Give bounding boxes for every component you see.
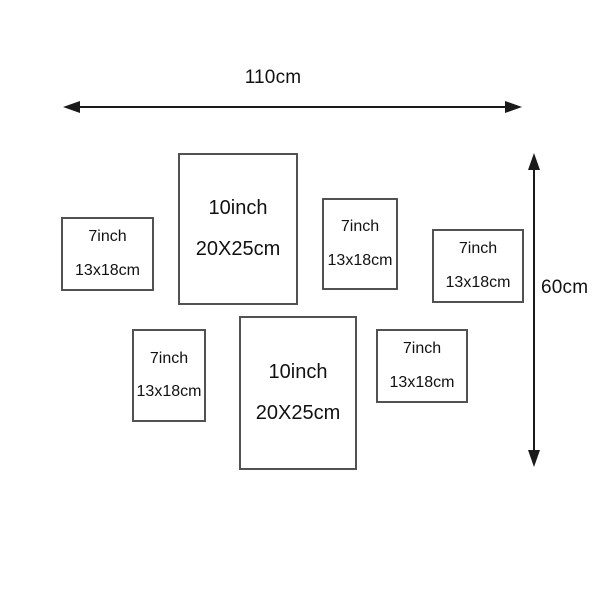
width-arrow xyxy=(63,101,522,113)
arrow-down-icon xyxy=(528,450,540,467)
width-dimension-label: 110cm xyxy=(244,67,302,88)
frame-10inch-top: 10inch 20X25cm xyxy=(178,153,298,305)
frame-7inch-top-right: 7inch 13x18cm xyxy=(432,229,524,303)
frame-size-label: 7inch xyxy=(340,218,380,236)
frame-7inch-bottom-left: 7inch 13x18cm xyxy=(132,329,206,422)
frame-size-label: 7inch xyxy=(88,228,127,246)
frame-dimension-label: 13x18cm xyxy=(445,273,511,291)
arrow-up-icon xyxy=(528,153,540,170)
height-dimension-label: 60cm xyxy=(541,277,589,298)
frame-dimension-label: 13x18cm xyxy=(389,373,455,391)
arrow-right-icon xyxy=(505,101,522,113)
frame-dimension-label: 13x18cm xyxy=(136,383,202,400)
frame-size-label: 7inch xyxy=(402,340,442,358)
frame-10inch-bottom: 10inch 20X25cm xyxy=(239,316,357,470)
frame-size-label: 10inch xyxy=(268,361,328,383)
frame-dimension-label: 13x18cm xyxy=(75,261,140,279)
frame-7inch-top-left: 7inch 13x18cm xyxy=(61,217,154,291)
frame-dimension-label: 20X25cm xyxy=(195,238,281,260)
arrow-left-icon xyxy=(63,101,80,113)
frame-size-label: 7inch xyxy=(458,240,498,258)
frame-7inch-top-middle: 7inch 13x18cm xyxy=(322,198,398,290)
frame-dimension-label: 20X25cm xyxy=(255,402,341,424)
frame-dimension-label: 13x18cm xyxy=(327,251,393,269)
frame-size-label: 10inch xyxy=(208,197,268,219)
height-arrow xyxy=(528,153,540,467)
frame-7inch-bottom-right: 7inch 13x18cm xyxy=(376,329,468,403)
frame-size-label: 7inch xyxy=(149,349,189,367)
